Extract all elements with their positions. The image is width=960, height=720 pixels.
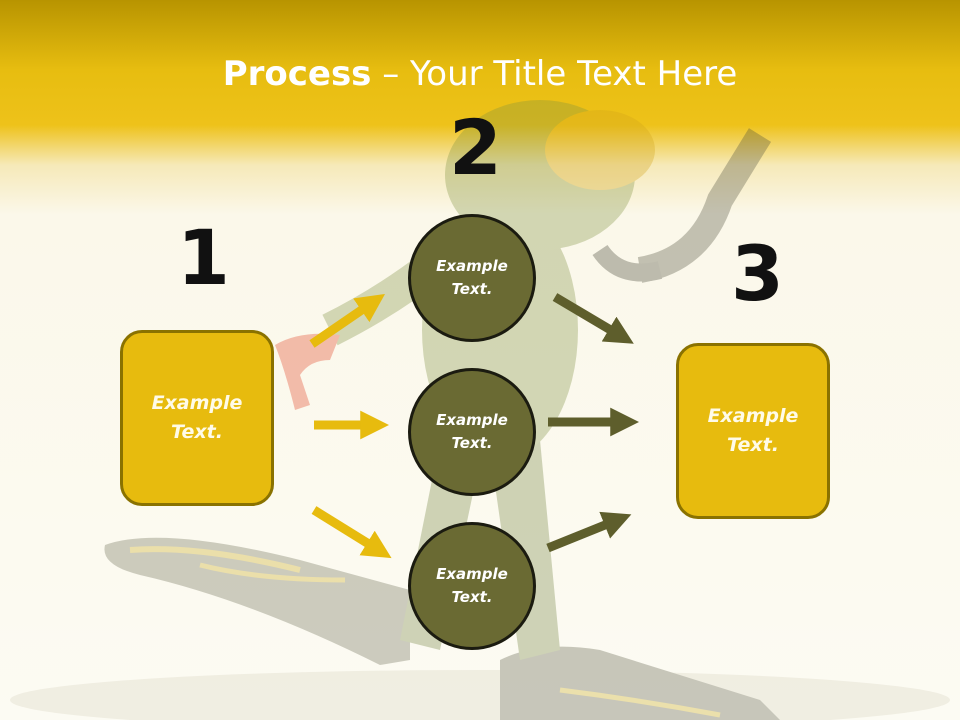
step-1-box[interactable]: Example Text.	[120, 330, 274, 506]
circle-middle-label: Example Text.	[436, 411, 508, 452]
circle-bottom[interactable]: Example Text.	[408, 522, 536, 650]
step-3-label: Example Text.	[707, 405, 799, 456]
circle-top[interactable]: Example Text.	[408, 214, 536, 342]
title-rest-part: – Your Title Text Here	[371, 54, 738, 94]
title-bold-part: Process	[222, 54, 372, 94]
circle-bottom-label: Example Text.	[436, 565, 508, 606]
circle-top-label: Example Text.	[436, 257, 508, 298]
arrow-step1-to-circle-top	[309, 293, 386, 348]
arrow-circle-bottom-to-step3	[546, 511, 632, 553]
step-number-1: 1	[177, 213, 230, 302]
step-1-label: Example Text.	[151, 392, 243, 443]
arrow-circle-top-to-step3	[552, 293, 634, 344]
step-number-3: 3	[731, 229, 784, 318]
step-number-2: 2	[449, 103, 502, 192]
slide-title: Process – Your Title Text Here	[0, 54, 960, 94]
step-3-box[interactable]: Example Text.	[676, 343, 830, 519]
circle-middle[interactable]: Example Text.	[408, 368, 536, 496]
arrow-step1-to-circle-bottom	[311, 506, 392, 559]
